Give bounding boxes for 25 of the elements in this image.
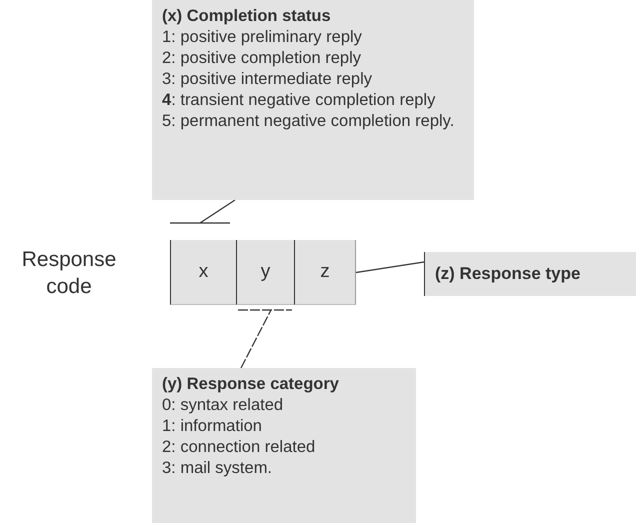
code-meaning: 5: permanent negative completion reply. <box>162 111 456 132</box>
code-letter: x <box>198 261 208 283</box>
code-digit-box <box>170 240 236 305</box>
code-meaning: 3: mail system. <box>162 458 274 479</box>
leader-line <box>356 261 424 274</box>
code-meaning: 0: syntax related <box>162 395 284 416</box>
diagram-label: Response code <box>20 247 118 300</box>
code-meaning: 3: positive intermediate reply <box>162 69 374 90</box>
code-letter: y <box>260 261 270 283</box>
code-meaning: 1: positive preliminary reply <box>162 27 363 48</box>
code-meaning: 2: positive completion reply <box>162 48 362 69</box>
callout-heading: (x) Completion status <box>162 6 332 27</box>
leader-line <box>237 309 293 369</box>
response-category-callout <box>152 368 416 523</box>
code-meaning: 4: transient negative completion reply <box>162 90 436 111</box>
callout-heading: (y) Response category <box>162 374 340 395</box>
completion-status-callout <box>152 0 474 200</box>
code-digit-box <box>236 240 294 305</box>
code-digit-box <box>294 240 356 305</box>
response-type-callout <box>424 252 636 296</box>
code-letter: z <box>320 261 330 283</box>
code-meaning: 2: connection related <box>162 437 316 458</box>
leader-line <box>169 199 236 224</box>
callout-heading: (z) Response type <box>435 264 580 284</box>
code-meaning: 1: information <box>162 416 263 437</box>
